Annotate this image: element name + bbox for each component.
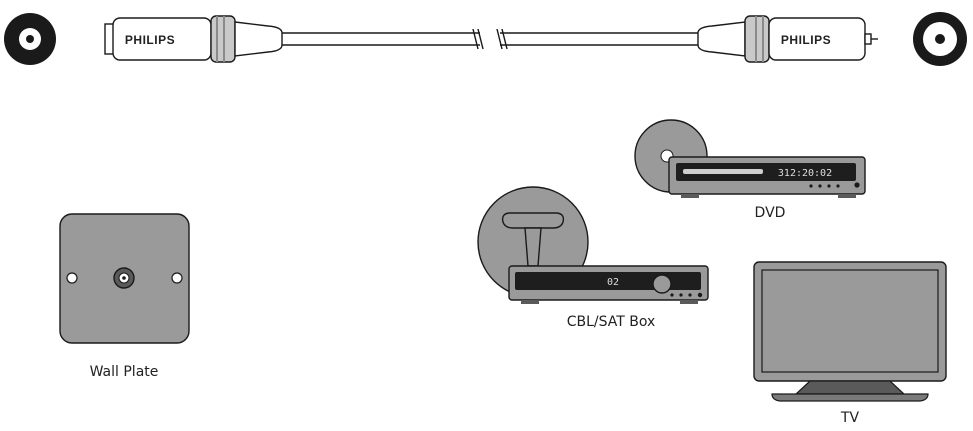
cable-wire-left xyxy=(282,28,484,50)
dvd-buttons xyxy=(809,182,860,188)
cable-box-label: CBL/SAT Box xyxy=(566,314,656,330)
cable-box-display: 02 xyxy=(607,277,619,288)
wall-plate-label: Wall Plate xyxy=(89,364,159,380)
connector-end-left-icon xyxy=(4,13,56,65)
cable-box-dial-icon xyxy=(652,274,672,294)
plug-left xyxy=(104,15,283,63)
tv-set xyxy=(753,261,947,402)
cable-sat-box: 02 xyxy=(477,186,709,304)
dvd-label: DVD xyxy=(754,205,786,221)
wall-plate xyxy=(59,213,190,344)
plug-right xyxy=(697,15,878,63)
cable-wire-right xyxy=(496,28,698,50)
cable-box-buttons xyxy=(670,292,703,298)
coax-cable: PHILIPS PHILIPS xyxy=(4,12,967,66)
coax-socket-icon xyxy=(113,267,135,289)
tv-label: TV xyxy=(840,410,860,426)
connector-end-right-icon xyxy=(913,12,967,66)
brand-label-left: PHILIPS xyxy=(125,33,175,47)
dvd-display: 312:20:02 xyxy=(778,168,832,179)
brand-label-right: PHILIPS xyxy=(781,33,831,47)
dvd-player: 312:20:02 xyxy=(634,119,866,198)
